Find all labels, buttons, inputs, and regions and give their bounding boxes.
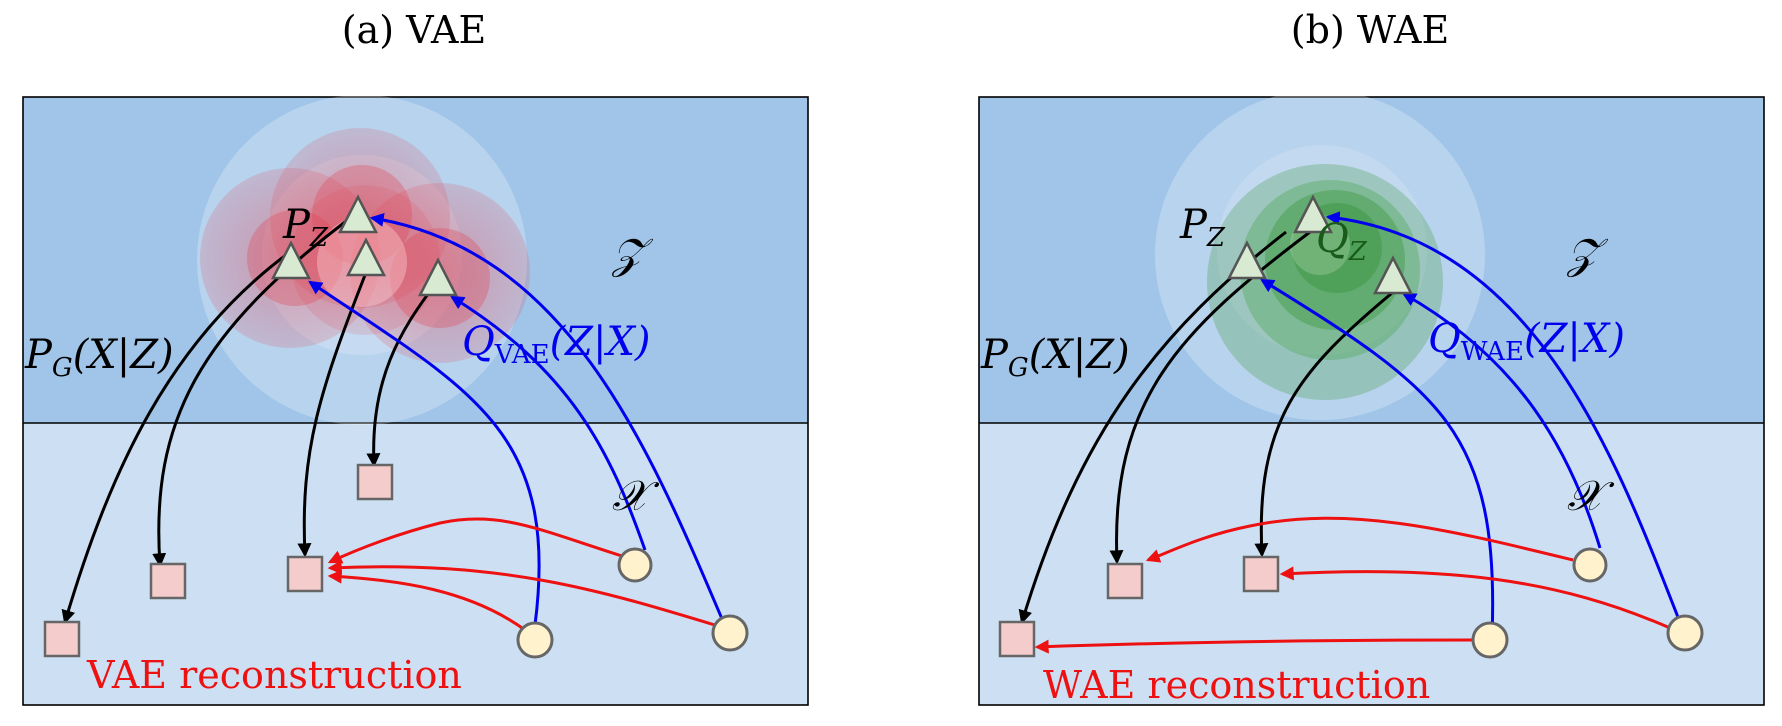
reconstruction-point [43, 620, 81, 658]
panel-title-wae: (b) WAE [1290, 8, 1450, 52]
encoder-label: QWAE(Z|X) [1428, 316, 1625, 367]
reconstruction-arrow-1 [1145, 516, 1574, 563]
data-point [711, 614, 749, 652]
encoder-arrow-2 [1260, 278, 1495, 638]
panel-title-vae: (a) VAE [341, 8, 487, 52]
reconstruction-label: WAE reconstruction [1043, 663, 1430, 707]
panel-vae: PZ 𝒵 𝒳 PG(X|Z) QVAE(Z|X) VAE reconstruct… [22, 95, 809, 706]
latent-point [1292, 194, 1334, 234]
latent-point [1226, 240, 1268, 280]
wae-aggregate-posterior [1207, 164, 1443, 400]
latent-point [1372, 255, 1414, 295]
latent-point [345, 237, 387, 277]
encoder-arrow-3 [450, 295, 647, 551]
reconstruction-point [286, 555, 324, 593]
panel-wae: PZ QZ 𝒵 𝒳 PG(X|Z) QWAE(Z|X) WAE reconstr… [978, 90, 1765, 707]
encoder-arrow-3 [1401, 292, 1602, 549]
reconstruction-arrow-2 [1279, 566, 1671, 630]
prior-halo-outer [1155, 90, 1485, 420]
decoder-arrow-3 [1254, 291, 1393, 558]
encoder-arrow-1 [369, 212, 730, 634]
latent-point [270, 240, 312, 280]
reconstruction-arrow-3 [1034, 638, 1475, 654]
encoder-arrow-2 [308, 280, 541, 626]
data-point [1471, 621, 1509, 659]
data-point [1666, 614, 1704, 652]
panel-frame [22, 96, 809, 706]
aggregate-posterior-label: QZ [1316, 216, 1368, 267]
reconstruction-point [1242, 555, 1280, 593]
prior-label: PZ [282, 202, 329, 253]
reconstruction-label: VAE reconstruction [86, 653, 462, 697]
latent-point [417, 257, 459, 297]
reconstruction-point [149, 562, 187, 600]
decoder-arrow-4 [366, 281, 439, 468]
decoder-arrow-3 [297, 269, 369, 558]
reconstruction-point [356, 463, 394, 501]
decoder-label: PG(X|Z) [24, 332, 174, 383]
reconstruction-arrow-2 [327, 560, 719, 628]
latent-space-region [979, 97, 1764, 423]
prior-halo-inner [1217, 145, 1427, 355]
panel-frame [978, 96, 1765, 706]
reconstruction-arrow-3 [327, 569, 526, 632]
reconstruction-point [1106, 562, 1144, 600]
prior-label: PZ [1179, 202, 1226, 253]
encoder-label: QVAE(Z|X) [462, 319, 651, 370]
data-point [617, 547, 653, 583]
data-point [516, 621, 554, 659]
reconstruction-point [998, 620, 1036, 658]
reconstruction-arrow-1 [327, 517, 623, 564]
latent-point [337, 194, 379, 234]
decoder-label: PG(X|Z) [980, 332, 1130, 383]
encoder-arrow-1 [1325, 211, 1685, 631]
data-point [1572, 547, 1608, 583]
decoder-arrow-1 [61, 250, 291, 625]
